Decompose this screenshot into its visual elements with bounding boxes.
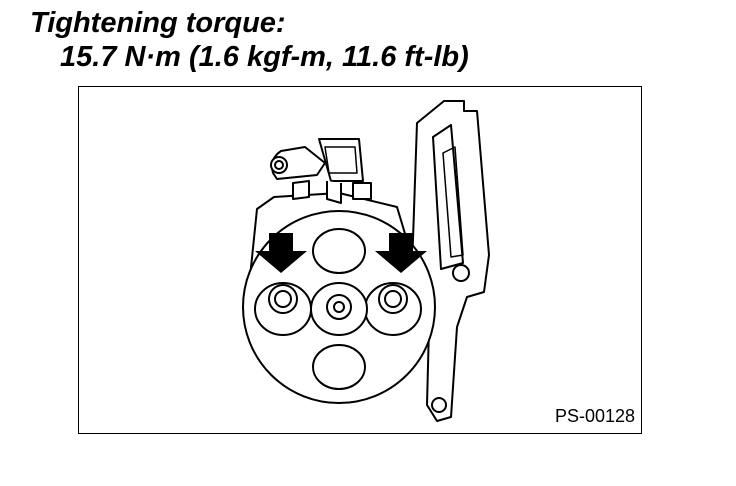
bolt-right	[378, 284, 408, 314]
diagram-frame: PS-00128	[78, 86, 642, 434]
heading-line-1: Tightening torque:	[30, 7, 286, 39]
center-nut	[326, 294, 352, 320]
hose-fitting	[270, 138, 372, 204]
arrow-right-bolt	[375, 233, 427, 273]
bolt-left	[268, 284, 298, 314]
heading-line-2: 15.7 N·m (1.6 kgf-m, 11.6 ft-lb)	[60, 41, 469, 73]
arrow-left-bolt	[255, 233, 307, 273]
tightening-torque-heading: Tightening torque: 15.7 N·m (1.6 kgf-m, …	[30, 6, 469, 74]
figure-code: PS-00128	[554, 406, 635, 426]
pump-illustration	[242, 100, 490, 422]
mounting-bracket	[410, 100, 490, 422]
